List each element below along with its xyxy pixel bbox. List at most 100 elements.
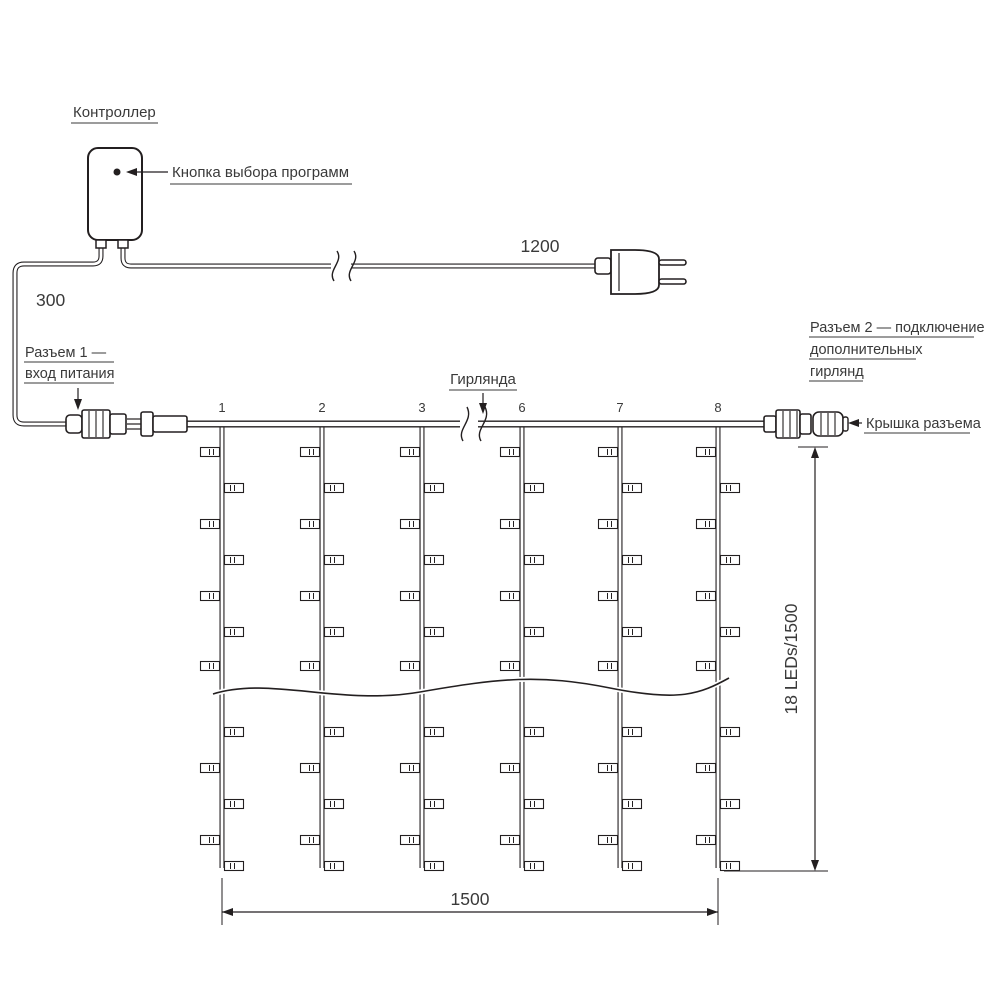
led [523, 860, 545, 872]
led [423, 626, 445, 638]
led [597, 762, 619, 774]
connector1-arrowhead [74, 399, 82, 410]
connector2-label-line3: гирлянд [810, 364, 864, 380]
string-number: 1 [218, 400, 225, 415]
cables [12, 246, 599, 427]
led [621, 554, 643, 566]
controller-box [87, 147, 143, 241]
main-wire [186, 406, 764, 442]
led [299, 590, 321, 602]
string-number: 6 [518, 400, 525, 415]
vdim-arrow-up [811, 447, 819, 458]
power-cable-core [121, 246, 331, 268]
connector1-tail [65, 414, 83, 434]
garland-arrowhead [479, 403, 487, 414]
led [695, 762, 717, 774]
led [695, 518, 717, 530]
led [597, 834, 619, 846]
led [523, 798, 545, 810]
led [621, 626, 643, 638]
led [523, 482, 545, 494]
led [719, 860, 741, 872]
connector1-group [65, 409, 188, 439]
led [199, 762, 221, 774]
led [621, 798, 643, 810]
led [223, 726, 245, 738]
led [523, 726, 545, 738]
input-cable [12, 246, 104, 427]
led [499, 834, 521, 846]
led [719, 482, 741, 494]
led [423, 482, 445, 494]
string-number: 8 [714, 400, 721, 415]
led [621, 726, 643, 738]
controller-stub [95, 239, 107, 249]
led [695, 834, 717, 846]
plug-group [594, 249, 687, 295]
vdim-arrow-down [811, 860, 819, 871]
controller-group [87, 147, 143, 249]
dimensions: 18 LEDs/1500 1500 [221, 446, 828, 925]
led [499, 660, 521, 672]
led [719, 798, 741, 810]
led [299, 660, 321, 672]
led [199, 590, 221, 602]
connector-cap-end [842, 416, 849, 432]
garland-label: Гирлянда [450, 371, 516, 388]
power-cable [120, 246, 331, 269]
led [323, 482, 345, 494]
controller-stub [117, 239, 129, 249]
wave-line [212, 677, 730, 697]
led [223, 626, 245, 638]
led [719, 554, 741, 566]
led [299, 518, 321, 530]
cable-break-symbol [331, 250, 340, 282]
led [423, 860, 445, 872]
led [223, 554, 245, 566]
wave-underlay [212, 675, 731, 699]
led [399, 590, 421, 602]
led [597, 590, 619, 602]
led [399, 446, 421, 458]
led [323, 860, 345, 872]
connector-cap-arrowhead [848, 419, 859, 427]
led [423, 554, 445, 566]
wire-break-symbol [460, 406, 470, 442]
led [499, 446, 521, 458]
led [499, 762, 521, 774]
connector1-label-line1: Разъем 1 — [25, 345, 107, 361]
wave-break [212, 675, 731, 699]
string-number: 2 [318, 400, 325, 415]
cable-break-symbol [348, 250, 357, 282]
led [695, 660, 717, 672]
controller-label: Контроллер [73, 104, 156, 121]
garland-string: 1 [199, 400, 245, 872]
led [399, 660, 421, 672]
led [223, 860, 245, 872]
led [323, 554, 345, 566]
led [695, 590, 717, 602]
program-button-label: Кнопка выбора программ [172, 164, 349, 181]
plug-prong [658, 259, 687, 266]
connector2-nose [799, 413, 812, 435]
led [523, 626, 545, 638]
led [323, 798, 345, 810]
curtain-height-label: 18 LEDs/1500 [781, 603, 801, 714]
plug-prong [658, 278, 687, 285]
connector2-tail [763, 415, 777, 433]
garland-string: 7 [597, 400, 643, 872]
led [499, 518, 521, 530]
string-number: 7 [616, 400, 623, 415]
string-number: 3 [418, 400, 425, 415]
led [299, 834, 321, 846]
hdim-arrow-left [222, 908, 233, 916]
garland-string: 6 [499, 400, 545, 872]
program-button-dot [113, 168, 121, 176]
labels: Контроллер Кнопка выбора программ 1200 3… [24, 104, 985, 434]
curtain-strings: 1 2 3 6 7 8 [199, 400, 741, 872]
plug-body [610, 249, 660, 295]
connector-cap-label: Крышка разъема [866, 416, 982, 432]
led [323, 626, 345, 638]
